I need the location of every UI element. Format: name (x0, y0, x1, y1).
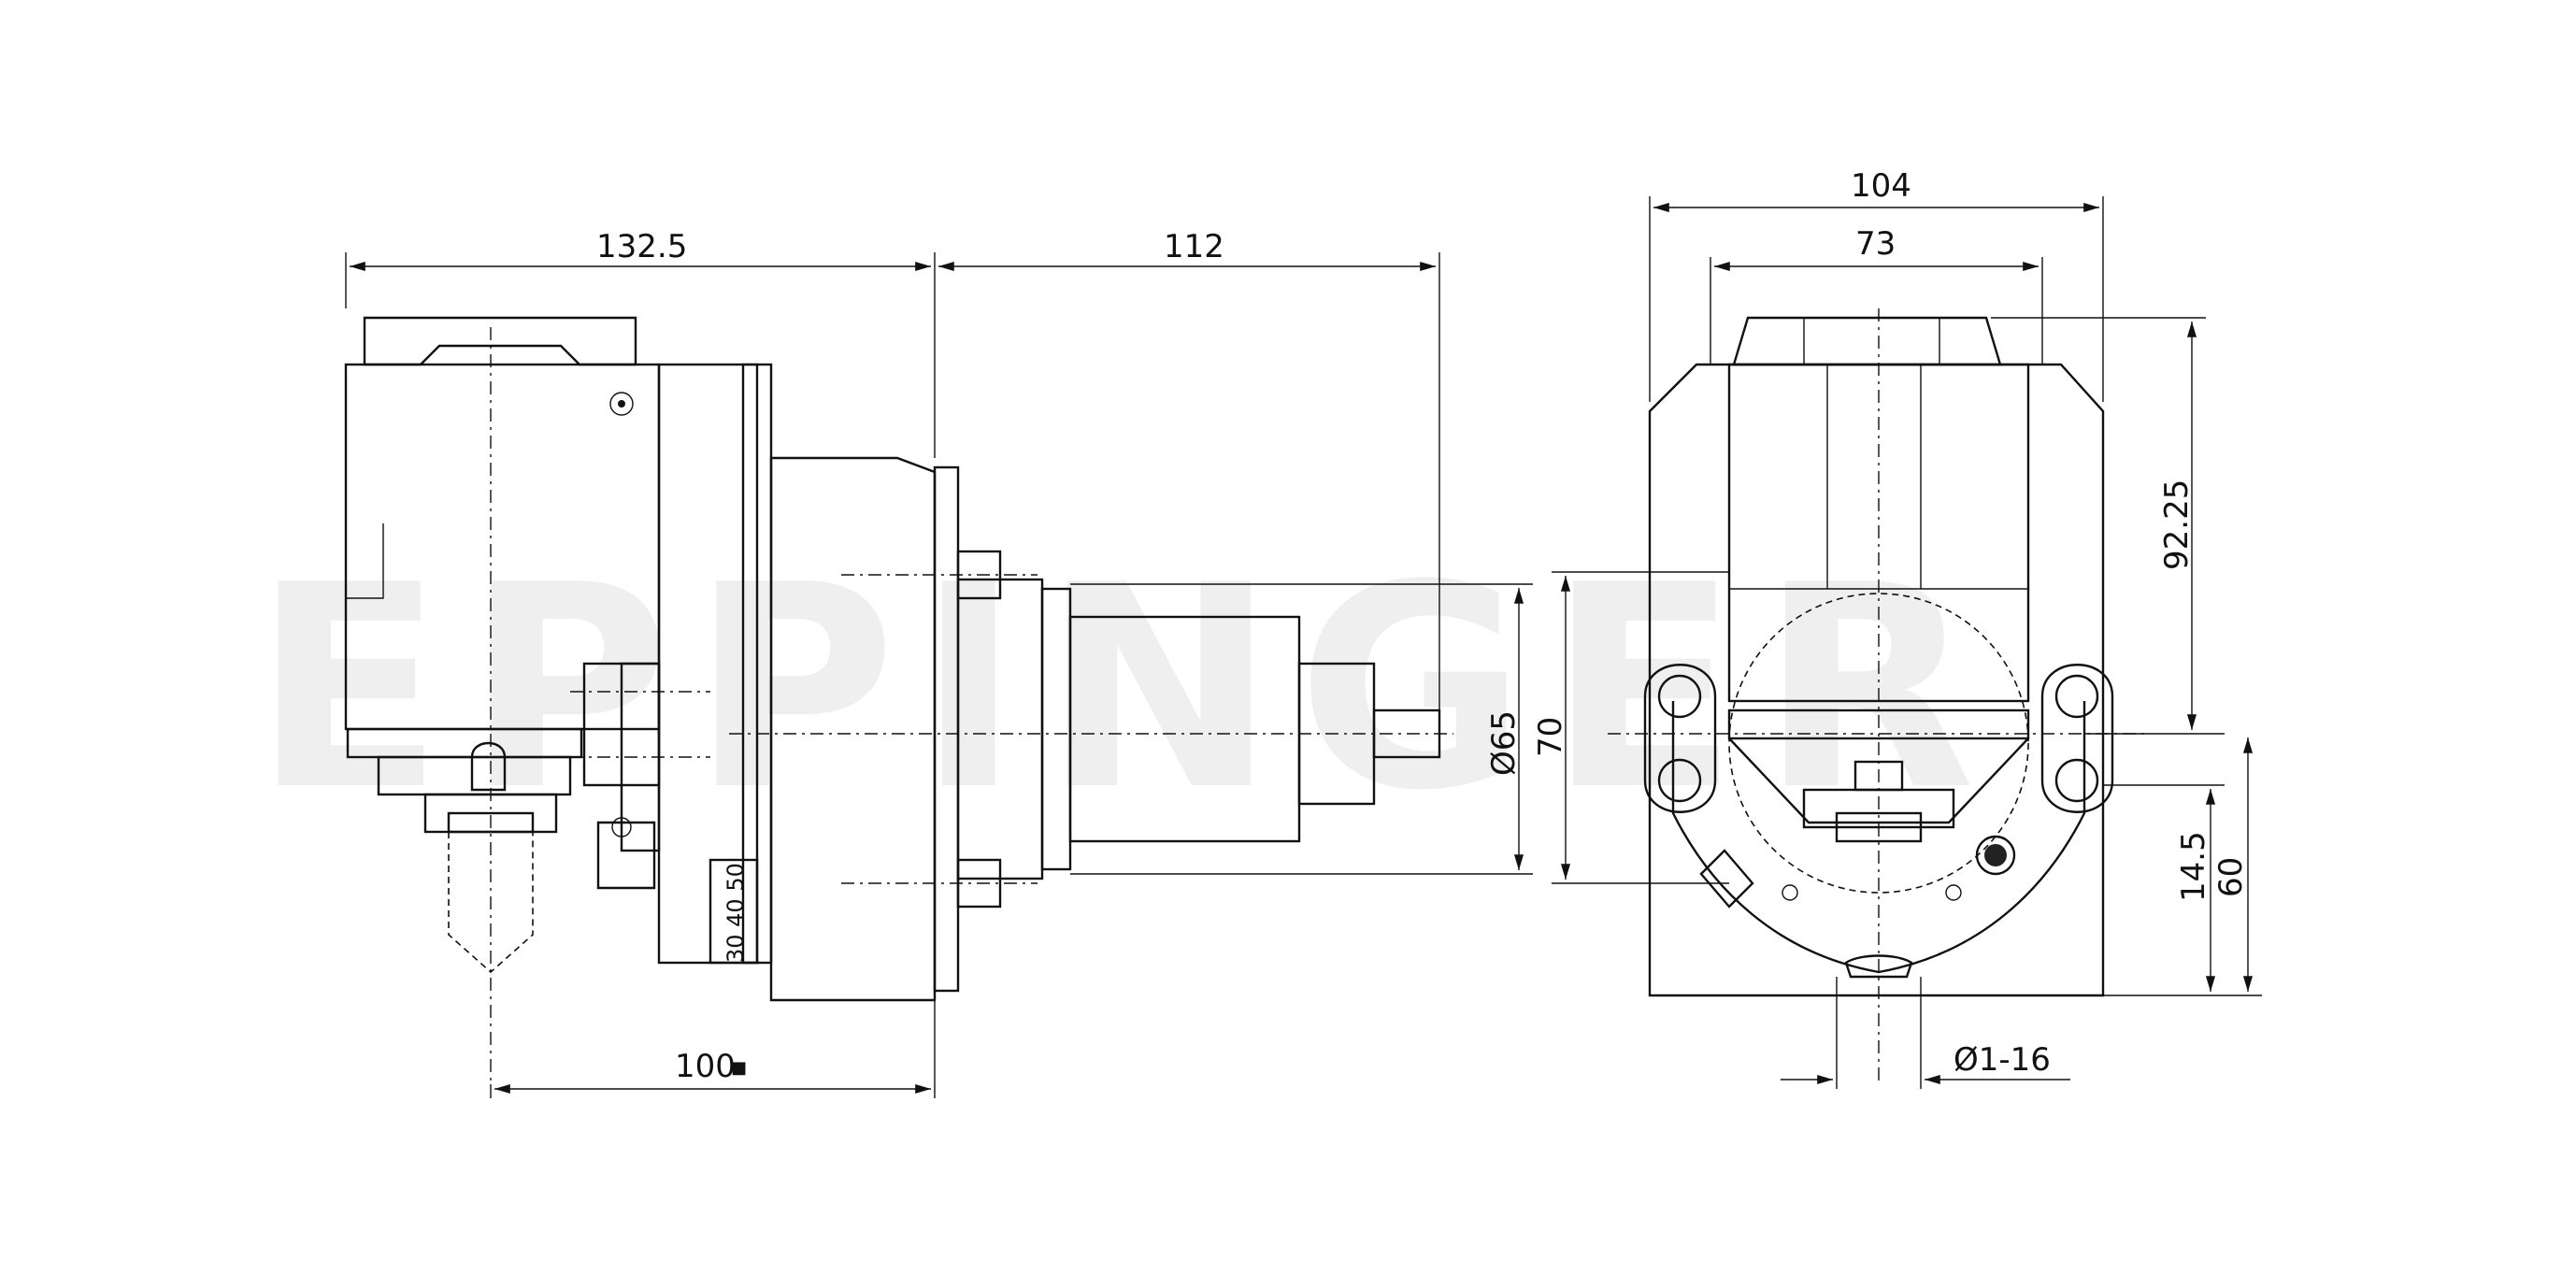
front-dimensions: 104 73 92.25 70 14.5 60 Ø1-16 (1532, 167, 2262, 1089)
dim-100-mark: ■ (731, 1058, 747, 1078)
side-view: 30 40 50 (344, 316, 1453, 1084)
dim-132-5: 132.5 (596, 228, 687, 265)
side-dimensions: 132.5 112 100 ■ Ø65 (345, 228, 1533, 1098)
dim-70: 70 (1532, 717, 1569, 757)
dim-92-25: 92.25 (2158, 479, 2196, 570)
dim-112: 112 (1164, 228, 1224, 265)
dim-diameter-65: Ø65 (1485, 710, 1523, 776)
front-view (1608, 308, 2150, 1084)
dim-60: 60 (2212, 857, 2250, 897)
scale-marks-label: 30 40 50 (723, 863, 749, 963)
dim-104: 104 (1851, 167, 1911, 205)
dim-14-5: 14.5 (2175, 831, 2212, 902)
dim-73: 73 (1855, 225, 1896, 263)
dim-bore: Ø1-16 (1953, 1041, 2051, 1079)
dim-100: 100 (675, 1048, 736, 1085)
watermark-text: EPPINGER (252, 525, 1996, 852)
